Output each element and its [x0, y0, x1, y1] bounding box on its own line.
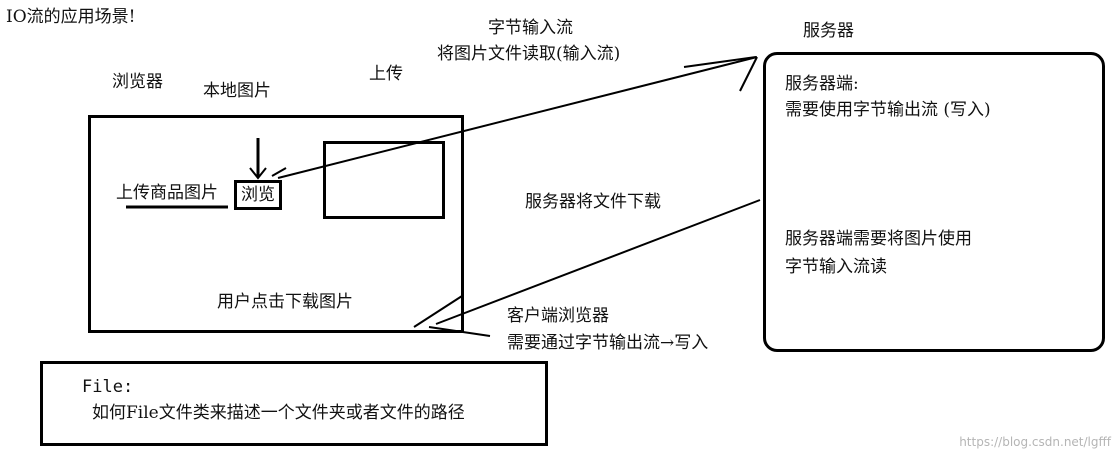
user-download-label: 用户点击下载图片: [217, 292, 353, 312]
down-arrow-icon: [249, 138, 267, 180]
client-line2: 需要通过字节输出流→写入: [507, 333, 709, 353]
server-end-read-2: 字节输入流读: [785, 257, 887, 277]
image-preview-box: [323, 141, 445, 219]
watermark: https://blog.csdn.net/lgfff: [959, 435, 1111, 449]
file-note-line1: File:: [82, 377, 134, 397]
server-download-label: 服务器将文件下载: [525, 192, 661, 212]
server-end-write: 需要使用字节输出流 (写入): [785, 100, 991, 120]
upload-arrow: [271, 56, 758, 179]
byte-input-line1: 字节输入流: [488, 18, 573, 38]
server-end-title: 服务器端:: [785, 74, 859, 94]
browser-window-box: [88, 115, 464, 333]
server-box: [763, 52, 1105, 352]
file-note-box: [40, 361, 548, 446]
upload-goods-image-label: 上传商品图片: [116, 183, 218, 203]
browser-label: 浏览器: [112, 72, 163, 92]
local-image-label: 本地图片: [203, 81, 271, 101]
file-note-line2: 如何File文件类来描述一个文件夹或者文件的路径: [92, 403, 465, 423]
page-title: IO流的应用场景!: [6, 7, 136, 27]
browse-button[interactable]: 浏览: [234, 180, 282, 210]
client-line1: 客户端浏览器: [507, 306, 609, 326]
server-label: 服务器: [803, 21, 854, 41]
server-end-read-1: 服务器端需要将图片使用: [785, 229, 972, 249]
byte-input-line2: 将图片文件读取(输入流): [437, 44, 621, 64]
upload-label: 上传: [369, 64, 403, 84]
